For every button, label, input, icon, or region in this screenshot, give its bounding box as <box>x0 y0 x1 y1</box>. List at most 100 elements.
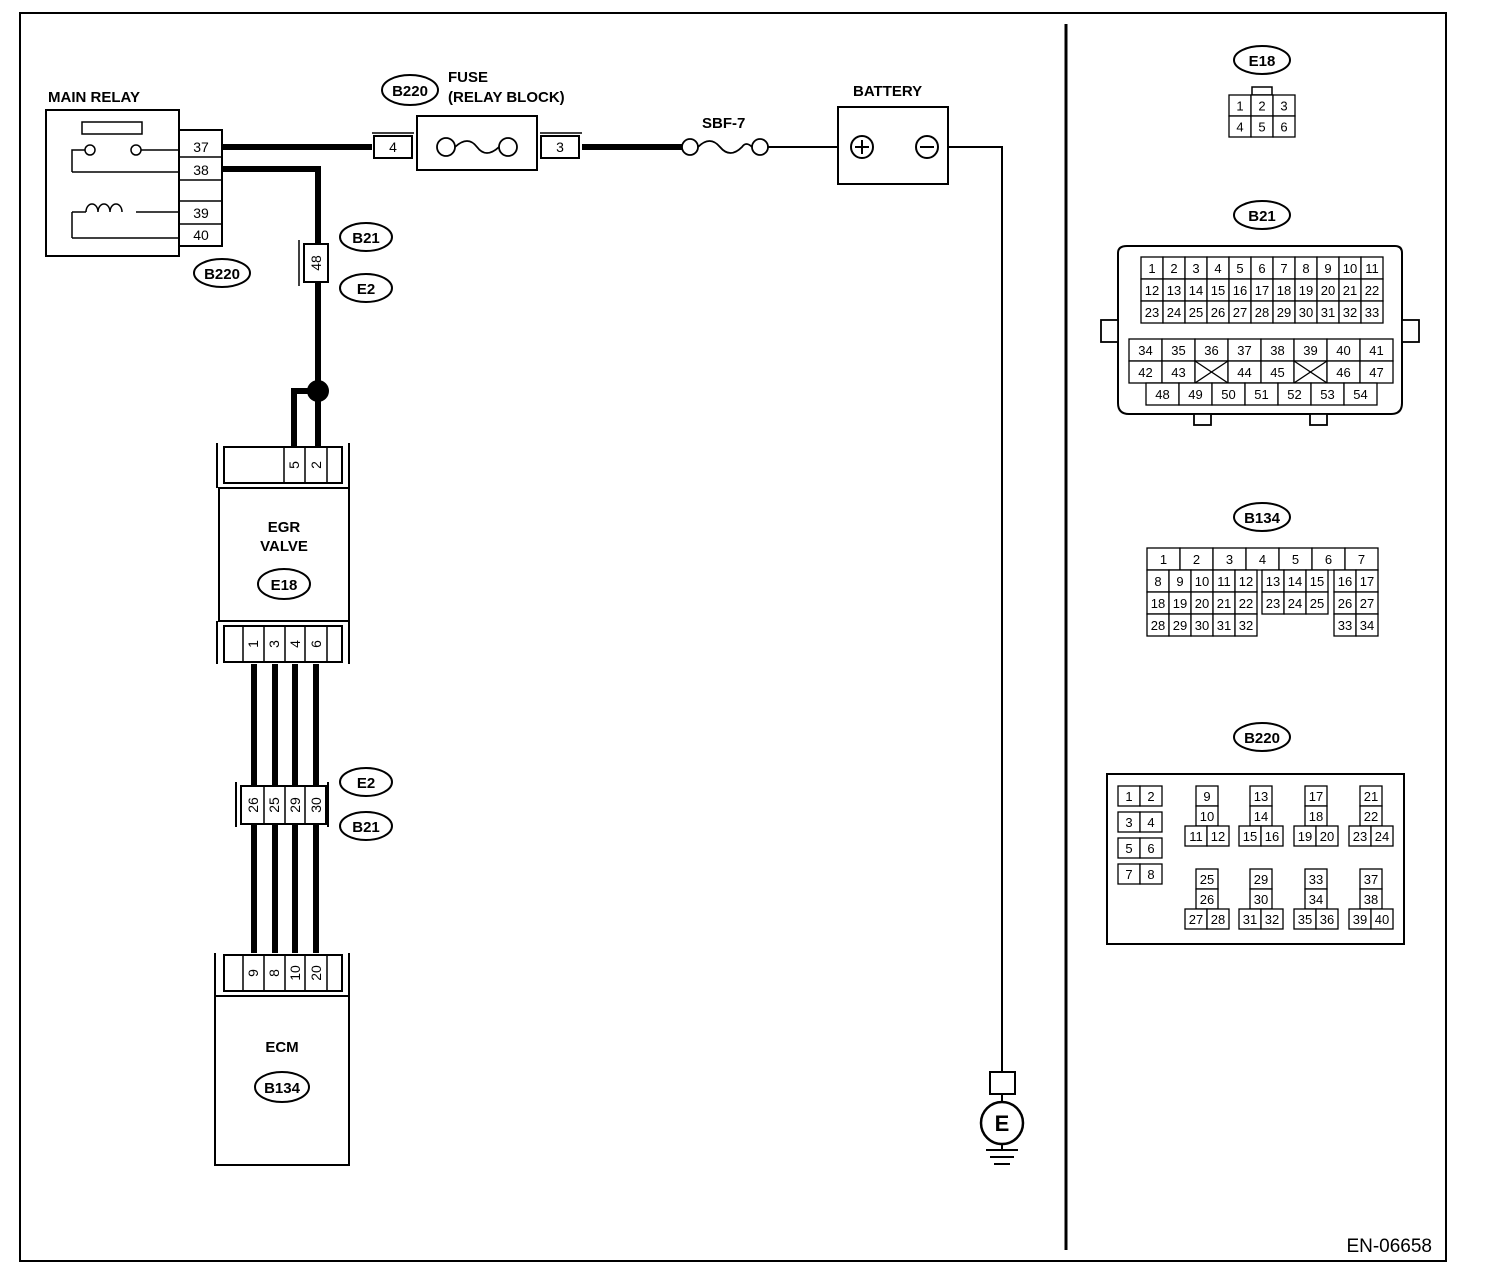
pin-number: 28 <box>1211 912 1225 927</box>
pin-number: 27 <box>1233 305 1247 320</box>
pin-number: 37 <box>1364 872 1378 887</box>
pin-number: 32 <box>1265 912 1279 927</box>
pin-number: 39 <box>1303 343 1317 358</box>
relay-pin-40: 40 <box>193 227 209 243</box>
svg-text:4: 4 <box>287 640 303 648</box>
pin-number: 25 <box>1310 596 1324 611</box>
sbf-7-fusible-link: SBF-7 <box>681 115 769 156</box>
pin-number: 25 <box>1200 872 1214 887</box>
pin-number: 21 <box>1343 283 1357 298</box>
pin-number: 4 <box>1236 120 1243 135</box>
pin-number: 34 <box>1360 618 1374 633</box>
relay-pin-38: 38 <box>193 162 209 178</box>
pin-number: 22 <box>1365 283 1379 298</box>
tag-e2-upper: E2 <box>339 273 393 303</box>
pin-cell <box>1360 300 1384 324</box>
pin-number: 54 <box>1353 387 1367 402</box>
pin-number: 24 <box>1375 829 1389 844</box>
pin-cell <box>1206 825 1230 847</box>
svg-text:B21: B21 <box>352 230 380 247</box>
pin-number: 34 <box>1138 343 1152 358</box>
pin-number: 52 <box>1287 387 1301 402</box>
pin-number: 3 <box>1280 99 1287 114</box>
pin-number: 15 <box>1243 829 1257 844</box>
pin-number: 48 <box>1155 387 1169 402</box>
pin-number: 41 <box>1369 343 1383 358</box>
pin-number: 7 <box>1125 867 1132 882</box>
fuse: 4 3 <box>372 115 582 171</box>
svg-text:B220: B220 <box>392 83 428 100</box>
pin-number: 22 <box>1364 809 1378 824</box>
main-relay-label: MAIN RELAY <box>48 89 140 106</box>
pin-number: 5 <box>1236 261 1243 276</box>
pin-number: 6 <box>1147 841 1154 856</box>
svg-text:B134: B134 <box>1244 510 1281 527</box>
pin-number: 10 <box>1195 574 1209 589</box>
egr-label-2: VALVE <box>260 538 308 555</box>
pin-cell <box>1370 825 1394 847</box>
battery-label: BATTERY <box>853 83 922 100</box>
pin-number: 45 <box>1270 365 1284 380</box>
tag-b220-relay: B220 <box>193 258 251 288</box>
pin-number: 5 <box>1292 552 1299 567</box>
svg-text:10: 10 <box>287 965 303 981</box>
pin-number: 32 <box>1239 618 1253 633</box>
pin-number: 16 <box>1265 829 1279 844</box>
tag-e2-lower: E2 <box>339 767 393 797</box>
svg-text:E18: E18 <box>1249 53 1276 70</box>
pin-number: 47 <box>1369 365 1383 380</box>
pin-number: 29 <box>1277 305 1291 320</box>
svg-text:25: 25 <box>266 797 282 813</box>
main-relay: MAIN RELAY 37 38 39 40 <box>45 89 223 257</box>
relay-pin-39: 39 <box>193 205 209 221</box>
pin-cell <box>1234 613 1258 637</box>
svg-text:20: 20 <box>308 965 324 981</box>
pin-number: 4 <box>1147 815 1154 830</box>
pin-number: 4 <box>1259 552 1266 567</box>
pin-number: 11 <box>1217 574 1231 589</box>
inline-connector-48: 48 <box>298 240 329 286</box>
pin-number: 20 <box>1195 596 1209 611</box>
pin-cell <box>1139 863 1163 885</box>
pin-number: 27 <box>1189 912 1203 927</box>
pin-number: 38 <box>1270 343 1284 358</box>
pin-cell <box>1139 837 1163 859</box>
pin-number: 11 <box>1189 829 1203 844</box>
pin-number: 6 <box>1325 552 1332 567</box>
pin-number: 21 <box>1217 596 1231 611</box>
pin-number: 29 <box>1173 618 1187 633</box>
pin-number: 17 <box>1360 574 1374 589</box>
pin-cell <box>1260 825 1284 847</box>
pin-number: 13 <box>1254 789 1268 804</box>
pin-number: 40 <box>1336 343 1350 358</box>
pin-number: 3 <box>1226 552 1233 567</box>
pin-number: 11 <box>1365 261 1379 276</box>
pin-number: 39 <box>1353 912 1367 927</box>
pin-number: 5 <box>1258 120 1265 135</box>
pin-number: 19 <box>1298 829 1312 844</box>
svg-text:B220: B220 <box>1244 730 1280 747</box>
pin-number: 36 <box>1204 343 1218 358</box>
pin-number: 30 <box>1195 618 1209 633</box>
pin-number: 42 <box>1138 365 1152 380</box>
pin-number: 38 <box>1364 892 1378 907</box>
pin-number: 6 <box>1258 261 1265 276</box>
pin-number: 40 <box>1375 912 1389 927</box>
inline-pin-48: 48 <box>308 255 324 271</box>
svg-text:E2: E2 <box>357 281 375 298</box>
pin-number: 24 <box>1167 305 1181 320</box>
pin-cell <box>1260 908 1284 930</box>
pin-number: 33 <box>1309 872 1323 887</box>
pin-number: 8 <box>1147 867 1154 882</box>
diagram-id: EN-06658 <box>1346 1236 1432 1257</box>
pin-number: 31 <box>1243 912 1257 927</box>
svg-text:29: 29 <box>287 797 303 813</box>
fuse-location-label: (RELAY BLOCK) <box>448 89 565 106</box>
pin-number: 10 <box>1343 261 1357 276</box>
pin-number: 37 <box>1237 343 1251 358</box>
tag-b21-lower: B21 <box>339 811 393 841</box>
pin-number: 12 <box>1145 283 1159 298</box>
pin-number: 2 <box>1193 552 1200 567</box>
fuse-pin-4: 4 <box>389 139 397 155</box>
